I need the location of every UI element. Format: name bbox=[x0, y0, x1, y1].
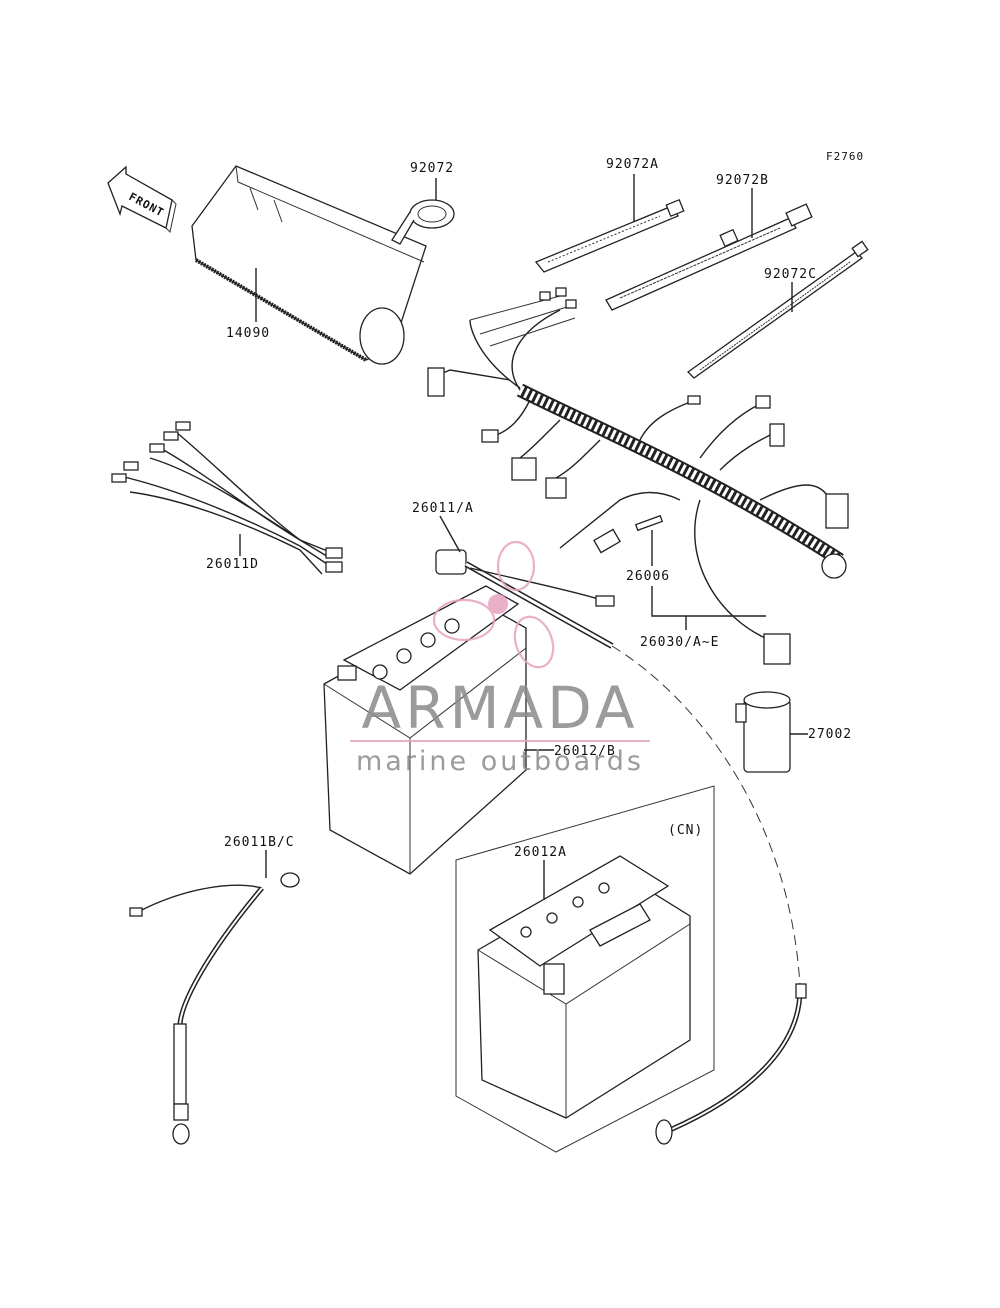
label-26030: 26030/A~E bbox=[640, 635, 719, 650]
label-26011D: 26011D bbox=[206, 557, 259, 572]
battery-26012A bbox=[477, 855, 691, 1119]
label-26011BC: 26011B/C bbox=[224, 835, 295, 850]
propeller-logo-icon bbox=[432, 540, 555, 669]
watermark-logo: ARMADA marine outboards bbox=[350, 540, 650, 777]
watermark-name: ARMADA bbox=[361, 674, 638, 742]
label-26006: 26006 bbox=[626, 569, 670, 584]
cable-26011A bbox=[435, 549, 615, 649]
label-26012A: 26012A bbox=[514, 845, 567, 860]
label-92072B: 92072B bbox=[716, 173, 769, 188]
label-cn: (CN) bbox=[668, 823, 703, 838]
label-92072C: 92072C bbox=[764, 267, 817, 282]
band-92072C bbox=[686, 240, 869, 379]
cable-route-dashed bbox=[611, 645, 801, 987]
cover-14090 bbox=[191, 165, 427, 365]
front-arrow-icon: FRONT bbox=[107, 165, 177, 234]
watermark-tagline: marine outboards bbox=[356, 746, 644, 777]
cn-variant-frame bbox=[455, 785, 715, 1153]
clamp-92072 bbox=[391, 199, 455, 245]
label-26012B: 26012/B bbox=[554, 744, 616, 759]
ground-cable bbox=[655, 983, 807, 1145]
sub-harness-26011D bbox=[111, 421, 343, 575]
label-27002: 27002 bbox=[808, 727, 852, 742]
cable-26011BC bbox=[129, 872, 300, 1145]
band-92072A bbox=[534, 198, 685, 273]
label-92072A: 92072A bbox=[606, 157, 659, 172]
main-harness-26030 bbox=[427, 287, 849, 665]
label-92072: 92072 bbox=[410, 161, 454, 176]
label-26011A: 26011/A bbox=[412, 501, 474, 516]
label-14090: 14090 bbox=[226, 326, 270, 341]
battery-26012B bbox=[323, 585, 527, 875]
band-92072B bbox=[605, 203, 813, 311]
pin-26006 bbox=[634, 514, 664, 532]
figure-code: F2760 bbox=[826, 150, 864, 163]
relay-27002 bbox=[735, 691, 791, 773]
